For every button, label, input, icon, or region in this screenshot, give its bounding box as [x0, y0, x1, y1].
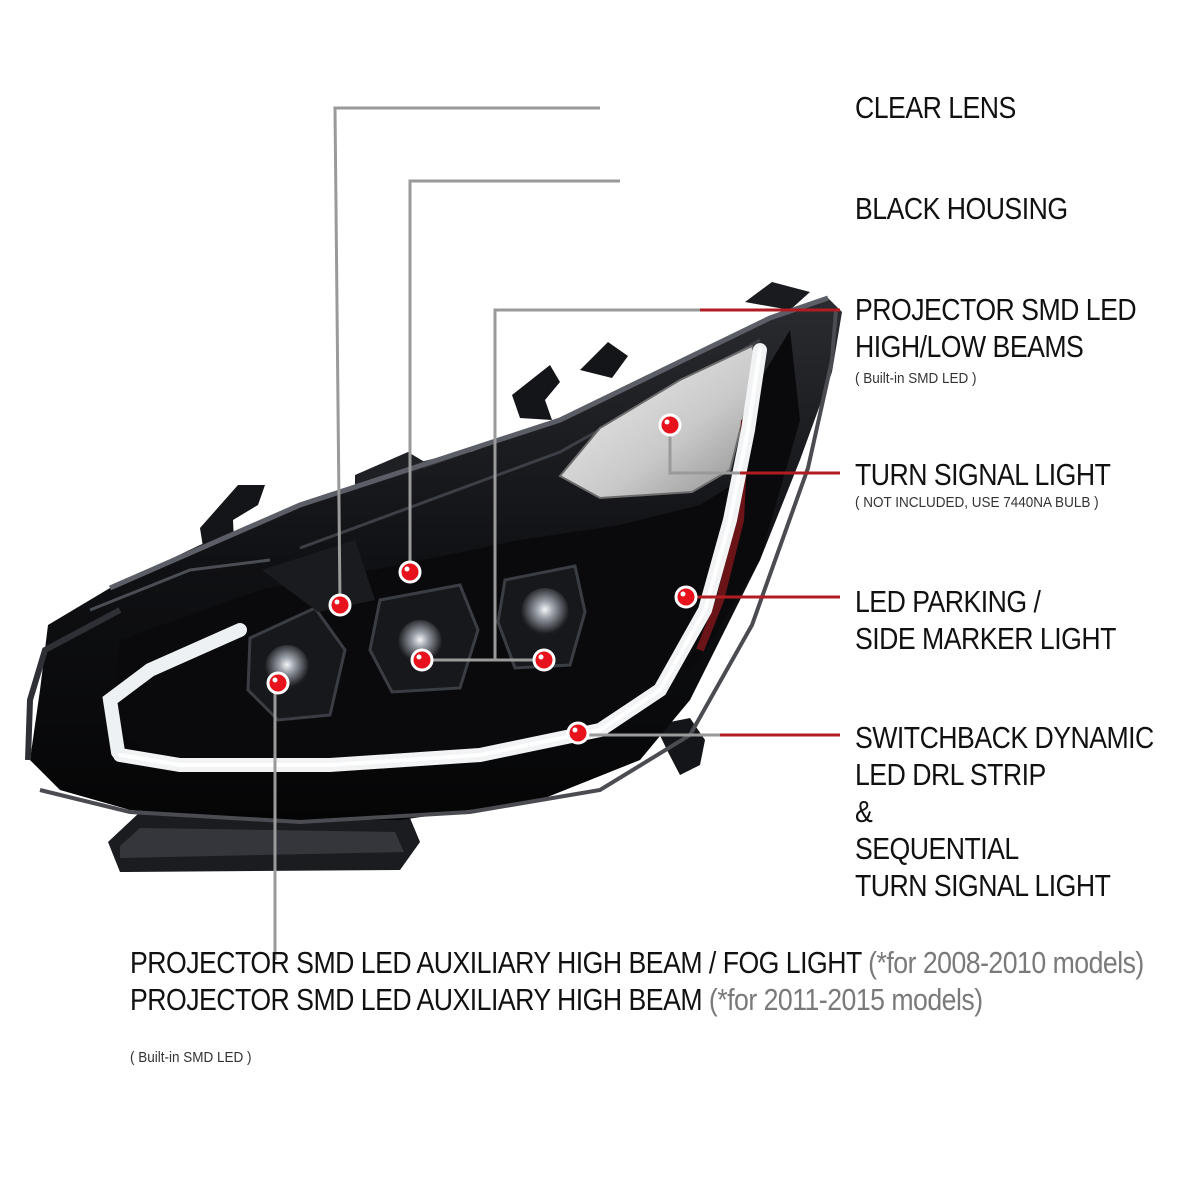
label-parking-line1: LED PARKING /	[855, 584, 1041, 619]
label-aux-line2: PROJECTOR SMD LED AUXILIARY HIGH BEAM (*…	[130, 981, 1144, 1018]
red-dot-icon	[398, 560, 422, 584]
label-drl-line2: LED DRL STRIP	[855, 757, 1046, 792]
label-projector-high-low: PROJECTOR SMD LED HIGH/LOW BEAMS	[855, 291, 1137, 365]
red-dot-icon	[266, 671, 290, 695]
red-dot-icon	[658, 413, 682, 437]
label-projector-line1: PROJECTOR SMD LED	[855, 292, 1137, 327]
label-drl-line3: &	[855, 794, 873, 829]
note-turn-signal: ( NOT INCLUDED, USE 7440NA BULB )	[855, 494, 1099, 511]
label-parking-line2: SIDE MARKER LIGHT	[855, 621, 1116, 656]
red-dot-icon	[532, 648, 556, 672]
note-projector: ( Built-in SMD LED )	[855, 370, 977, 387]
label-drl-sequential: SWITCHBACK DYNAMIC LED DRL STRIP & SEQUE…	[855, 719, 1154, 904]
lower-bracket	[108, 812, 420, 872]
red-dot-icon	[566, 721, 590, 745]
red-dot-icon	[410, 648, 434, 672]
leader-lines	[273, 106, 840, 960]
projector-modules	[246, 540, 587, 722]
label-turn-signal: TURN SIGNAL LIGHT	[855, 457, 1111, 492]
red-dot-icon	[674, 585, 698, 609]
label-drl-line1: SWITCHBACK DYNAMIC	[855, 720, 1154, 755]
label-projector-line2: HIGH/LOW BEAMS	[855, 329, 1084, 364]
label-aux-line2-note: (*for 2011-2015 models)	[702, 982, 983, 1017]
label-black-housing: BLACK HOUSING	[855, 191, 1068, 226]
label-aux-line1-note: (*for 2008-2010 models)	[861, 945, 1144, 980]
red-dot-icon	[328, 593, 352, 617]
label-aux-line2-main: PROJECTOR SMD LED AUXILIARY HIGH BEAM	[130, 982, 703, 1017]
label-drl-line5: TURN SIGNAL LIGHT	[855, 868, 1111, 903]
note-aux: ( Built-in SMD LED )	[130, 1049, 252, 1066]
label-clear-lens: CLEAR LENS	[855, 90, 1016, 125]
label-aux-line1: PROJECTOR SMD LED AUXILIARY HIGH BEAM / …	[130, 944, 1144, 981]
label-aux-line1-main: PROJECTOR SMD LED AUXILIARY HIGH BEAM / …	[130, 945, 862, 980]
callout-dots	[266, 413, 698, 745]
label-parking-marker: LED PARKING / SIDE MARKER LIGHT	[855, 583, 1116, 657]
label-aux-high-beam: PROJECTOR SMD LED AUXILIARY HIGH BEAM / …	[130, 944, 1144, 1018]
label-drl-line4: SEQUENTIAL	[855, 831, 1019, 866]
